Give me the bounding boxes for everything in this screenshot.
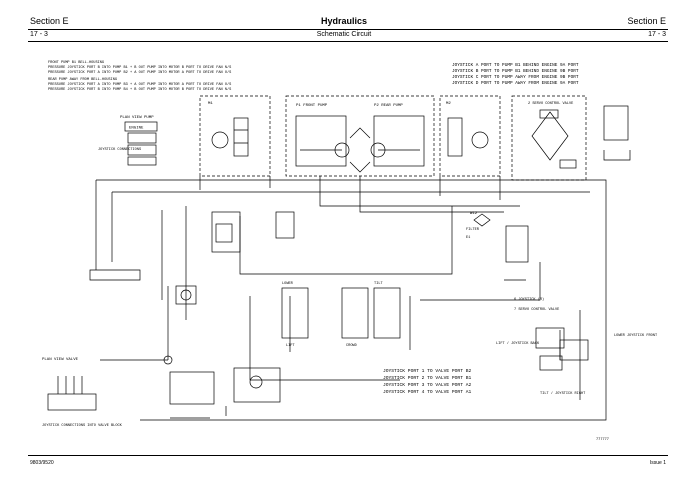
m2-label: M2 bbox=[446, 102, 451, 106]
right-solenoid-valve bbox=[504, 225, 529, 281]
note-line: JOYSTICK A PORT TO PUMP B1 BEHIND ENGINE… bbox=[452, 63, 579, 68]
note-line: PRESSURE JOYSTICK PORT A INTO PUMP B2 + … bbox=[48, 70, 231, 75]
note-line: JOYSTICK C PORT TO PUMP AWAY FROM ENGINE… bbox=[452, 75, 579, 80]
servo-valve-mid-label: 7 SERVO CONTROL VALVE bbox=[514, 308, 559, 312]
section-label-left: Section E bbox=[30, 16, 69, 26]
notes-top-right: JOYSTICK A PORT TO PUMP B1 BEHIND ENGINE… bbox=[452, 63, 579, 86]
main-control-valve: LOWER TILT LIFT CROWD bbox=[281, 282, 401, 348]
joystick-to-valve-label: JOYSTICK CONNECTIONS INTO VALVE BLOCK bbox=[42, 424, 123, 428]
lower-joystick-front-label: LOWER JOYSTICK FRONT bbox=[614, 334, 658, 338]
reference-code: 777777 bbox=[596, 438, 609, 442]
lower-label: LOWER bbox=[282, 282, 294, 286]
note-line: JOYSTICK PORT 4 TO VALVE PORT A1 bbox=[383, 389, 471, 395]
footer-issue: Issue 1 bbox=[649, 460, 666, 466]
lift-joystick-back-label: LIFT / JOYSTICK BACK bbox=[496, 341, 540, 346]
e1-label: E1 bbox=[466, 236, 470, 240]
page-number-left: 17 - 3 bbox=[30, 31, 48, 38]
servo-control-valve-mid: 6 JOYSTICK (R) 7 SERVO CONTROL VALVE LIF… bbox=[496, 297, 658, 396]
plan-view-pump-diagram: PLAN VIEW PUMP ENGINE JOYSTICK CONNECTIO… bbox=[98, 116, 158, 166]
plan-view-pump-label: PLAN VIEW PUMP bbox=[120, 116, 154, 120]
note-line: JOYSTICK B PORT TO PUMP B1 BEHIND ENGINE… bbox=[452, 69, 579, 74]
bottom-hydraulic-block bbox=[163, 355, 281, 419]
filter-label: FILTER bbox=[466, 228, 480, 232]
m1-label: M1 bbox=[208, 102, 213, 106]
note-line: REAR PUMP AWAY FROM BELL-HOUSING bbox=[48, 78, 117, 82]
note-line: JOYSTICK PORT 1 TO VALVE PORT B2 bbox=[383, 368, 471, 374]
motor-m2: M2 bbox=[439, 95, 501, 177]
w12-label: W12 bbox=[470, 212, 478, 216]
header-rule-1 bbox=[28, 29, 668, 30]
servo-control-valve-top: 2 SERVO CONTROL VALVE bbox=[511, 95, 587, 181]
notes-bottom-right: JOYSTICK PORT 1 TO VALVE PORT B2 JOYSTIC… bbox=[383, 368, 471, 395]
header-rule-2 bbox=[28, 41, 668, 42]
tilt-label: TILT bbox=[374, 282, 383, 286]
note-line: JOYSTICK D PORT TO PUMP AWAY FROM ENGINE… bbox=[452, 81, 579, 86]
motor-m1: M1 bbox=[199, 95, 271, 177]
note-line: JOYSTICK PORT 3 TO VALVE PORT A2 bbox=[383, 382, 471, 388]
note-line: PRESSURE JOYSTICK PORT B INTO PUMP B1 + … bbox=[48, 65, 231, 70]
page-subtitle: Schematic Circuit bbox=[316, 31, 372, 38]
tank-right bbox=[603, 105, 631, 161]
joystick-connections-label: JOYSTICK CONNECTIONS bbox=[98, 148, 141, 152]
notes-top-left: FRONT PUMP B1 BELL-HOUSING PRESSURE JOYS… bbox=[48, 61, 231, 92]
p2-label: P2 REAR PUMP bbox=[374, 104, 403, 108]
crowd-label: CROWD bbox=[346, 344, 357, 348]
engine-label: ENGINE bbox=[129, 127, 144, 131]
plan-view-valve-label: PLAN VIEW VALVE bbox=[42, 358, 79, 362]
joystick-right-label: 6 JOYSTICK (R) bbox=[514, 297, 544, 302]
note-line: JOYSTICK PORT 2 TO VALVE PORT B1 bbox=[383, 375, 471, 381]
filter-w12: W12 FILTER E1 bbox=[466, 212, 491, 240]
pump-p3 bbox=[175, 285, 197, 305]
page-number-right: 17 - 3 bbox=[648, 31, 666, 38]
page-title: Hydraulics bbox=[320, 16, 368, 26]
p1-label: P1 FRONT PUMP bbox=[296, 104, 328, 108]
footer-document-code: 9803/9520 bbox=[30, 460, 54, 466]
note-line: PRESSURE JOYSTICK PORT A INTO PUMP B3 + … bbox=[48, 82, 231, 87]
footer-rule bbox=[28, 455, 668, 456]
pumps-p1-p2: P1 FRONT PUMP P2 REAR PUMP bbox=[285, 95, 435, 177]
servo-valve-top-label: 2 SERVO CONTROL VALVE bbox=[528, 102, 573, 106]
lift-label: LIFT bbox=[286, 344, 295, 348]
section-label-right: Section E bbox=[627, 16, 666, 26]
relief-valve-block bbox=[211, 211, 295, 253]
note-line: FRONT PUMP B1 BELL-HOUSING bbox=[48, 61, 104, 65]
note-line: PRESSURE JOYSTICK PORT B INTO PUMP B4 + … bbox=[48, 87, 231, 92]
page-header: Section E Hydraulics Section E 17 - 3 Sc… bbox=[0, 0, 688, 48]
tilt-joystick-label: TILT / JOYSTICK RIGHT bbox=[540, 391, 586, 396]
plan-view-valve-diagram: PLAN VIEW VALVE JOYSTICK CONNECTIONS INT… bbox=[42, 358, 123, 428]
